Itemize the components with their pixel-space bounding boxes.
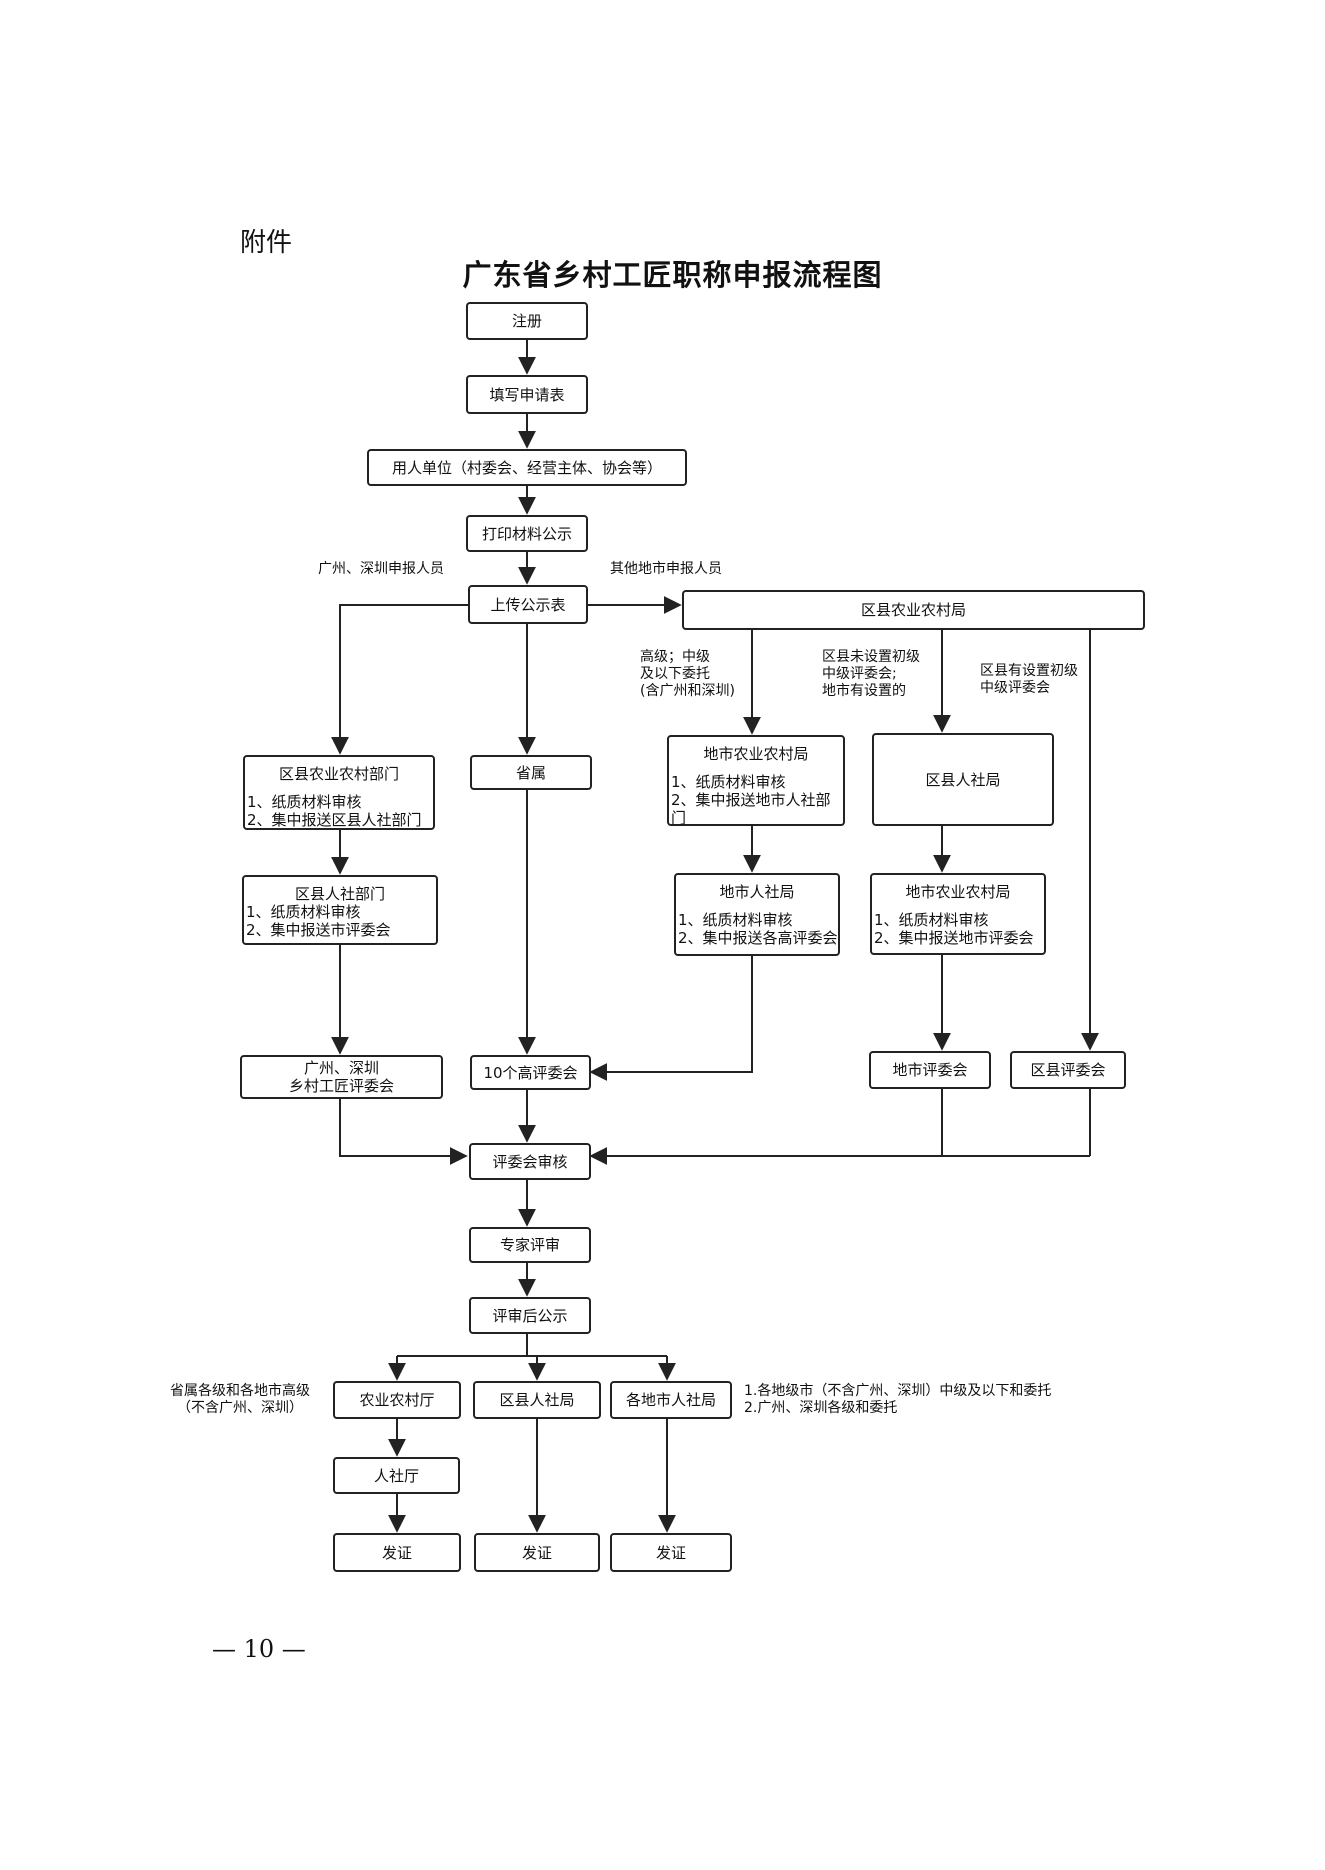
senior-mid-label: 高级；中级 及以下委托 (含广州和深圳) <box>640 649 735 700</box>
city-scope-label: 1.各地级市（不含广州、深圳）中级及以下和委托 2.广州、深圳各级和委托 <box>744 1383 1051 1417</box>
city-committee-box: 地市评委会 <box>869 1051 991 1089</box>
city-hr-bureau-box: 地市人社局 1、纸质材料审核 2、集中报送各高评委会 <box>674 873 840 956</box>
has-primary-committee-line-2: 中级评委会 <box>980 680 1050 696</box>
city-agri-bureau-2-item-2: 2、集中报送地市评委会 <box>874 929 1034 947</box>
district-hr-bureau-box: 区县人社局 <box>872 733 1054 826</box>
senior-mid-line-2: 及以下委托 <box>640 666 710 682</box>
certificate-box-1: 发证 <box>333 1533 461 1572</box>
no-primary-committee-label: 区县未设置初级 中级评委会; 地市有设置的 <box>822 649 920 700</box>
upload-box: 上传公示表 <box>468 585 588 624</box>
city-hr-bureau-item-2: 2、集中报送各高评委会 <box>678 929 838 947</box>
provincial-agri-dept-box: 农业农村厅 <box>333 1381 461 1419</box>
city-agri-bureau-item-2: 2、集中报送地市人社部门 <box>671 791 831 827</box>
district-agri-bureau-box: 区县农业农村局 <box>682 590 1145 630</box>
city-agri-bureau-title: 地市农业农村局 <box>703 745 809 763</box>
province-box: 省属 <box>470 755 592 790</box>
provincial-scope-label: 省属各级和各地市高级 （不含广州、深圳） <box>170 1383 310 1417</box>
district-committee-box: 区县评委会 <box>1010 1051 1126 1089</box>
provincial-scope-line-1: 省属各级和各地市高级 <box>170 1383 310 1399</box>
district-hr-dept-title: 区县人社部门 <box>294 885 385 903</box>
city-hr-bureau-title: 地市人社局 <box>719 883 795 901</box>
provincial-hr-dept-box: 人社厅 <box>333 1457 460 1494</box>
city-agri-bureau-item-1: 1、纸质材料审核 <box>671 773 786 791</box>
gz-sz-committee-box: 广州、深圳 乡村工匠评委会 <box>240 1055 443 1099</box>
city-agri-bureau-2-box: 地市农业农村局 1、纸质材料审核 2、集中报送地市评委会 <box>870 873 1046 955</box>
committee-review-box: 评委会审核 <box>469 1143 591 1180</box>
senior-mid-line-1: 高级；中级 <box>640 649 710 665</box>
gz-sz-committee-line-2: 乡村工匠评委会 <box>288 1077 394 1095</box>
gz-sz-applicants-label: 广州、深圳申报人员 <box>318 561 444 577</box>
no-primary-committee-line-1: 区县未设置初级 <box>822 649 920 665</box>
gz-sz-committee-line-1: 广州、深圳 <box>303 1059 379 1077</box>
attachment-label: 附件 <box>240 228 293 258</box>
no-primary-committee-line-2: 中级评委会; <box>822 666 897 682</box>
certificate-box-3: 发证 <box>610 1533 732 1572</box>
ten-senior-committees-box: 10个高评委会 <box>470 1055 591 1090</box>
no-primary-committee-line-3: 地市有设置的 <box>822 683 906 699</box>
post-review-publicity-box: 评审后公示 <box>469 1297 591 1334</box>
district-agri-dept-item-1: 1、纸质材料审核 <box>247 793 362 811</box>
district-hr-dept-box: 区县人社部门 1、纸质材料审核 2、集中报送市评委会 <box>242 875 438 945</box>
has-primary-committee-line-1: 区县有设置初级 <box>980 663 1078 679</box>
city-agri-bureau-2-title: 地市农业农村局 <box>905 883 1011 901</box>
page-title: 广东省乡村工匠职称申报流程图 <box>462 258 883 292</box>
city-hr-bureau-item-1: 1、纸质材料审核 <box>678 911 793 929</box>
city-scope-line-2: 2.广州、深圳各级和委托 <box>744 1400 898 1416</box>
other-city-applicants-label: 其他地市申报人员 <box>610 561 722 577</box>
city-agri-bureau-2-item-1: 1、纸质材料审核 <box>874 911 989 929</box>
register-box: 注册 <box>466 302 588 340</box>
print-publicity-box: 打印材料公示 <box>466 515 588 552</box>
district-hr-dept-item-2: 2、集中报送市评委会 <box>246 921 391 939</box>
has-primary-committee-label: 区县有设置初级 中级评委会 <box>980 663 1078 697</box>
provincial-scope-line-2: （不含广州、深圳） <box>177 1400 303 1416</box>
district-hr-dept-item-1: 1、纸质材料审核 <box>246 903 361 921</box>
page-number: — 10 — <box>212 1635 306 1663</box>
fill-form-box: 填写申请表 <box>466 375 588 414</box>
district-agri-dept-title: 区县农业农村部门 <box>278 765 399 783</box>
employer-box: 用人单位（村委会、经营主体、协会等） <box>367 449 687 486</box>
city-agri-bureau-box: 地市农业农村局 1、纸质材料审核 2、集中报送地市人社部门 <box>667 735 845 827</box>
district-agri-dept-item-2: 2、集中报送区县人社部门 <box>247 811 422 829</box>
city-hr-bureaus-box: 各地市人社局 <box>610 1381 732 1419</box>
senior-mid-line-3: (含广州和深圳) <box>640 683 735 699</box>
district-agri-dept-box: 区县农业农村部门 1、纸质材料审核 2、集中报送区县人社部门 <box>243 755 435 830</box>
district-hr-bureau-2-box: 区县人社局 <box>473 1381 601 1419</box>
city-scope-line-1: 1.各地级市（不含广州、深圳）中级及以下和委托 <box>744 1383 1052 1399</box>
expert-review-box: 专家评审 <box>469 1227 591 1263</box>
certificate-box-2: 发证 <box>474 1533 600 1572</box>
